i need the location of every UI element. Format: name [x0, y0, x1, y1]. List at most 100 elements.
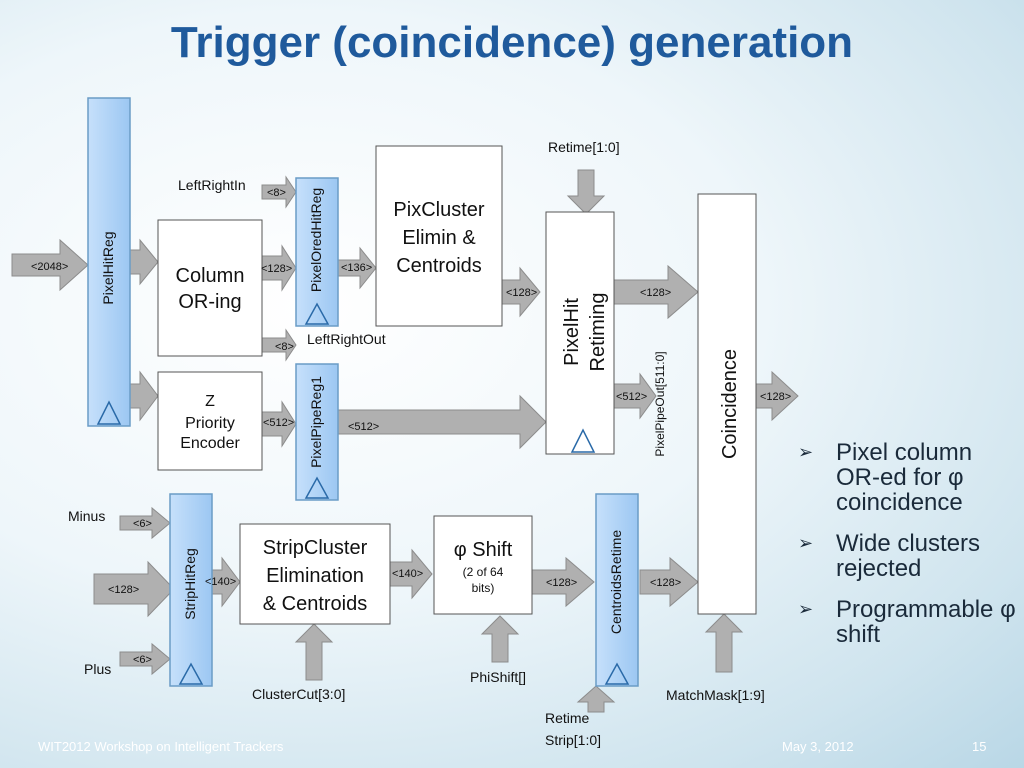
footer-page-number: 15: [972, 739, 987, 754]
signal-label: MatchMask[1:9]: [666, 687, 765, 703]
pixel-hit-retiming-line1: PixelHit: [561, 298, 583, 366]
bullet-item: ➢ Wide clusters rejected: [798, 531, 1018, 581]
phi-shift-line2: (2 of 64: [463, 565, 504, 579]
pix-cluster-line2: Elimin &: [402, 227, 476, 249]
arrowhead-bullet-icon: ➢: [798, 533, 814, 553]
pix-cluster-line3: Centroids: [396, 255, 482, 277]
bus-label: <128>: [108, 584, 139, 596]
clock-triangle: [178, 662, 204, 685]
arrow-coinc-out: [755, 370, 799, 422]
arrow-phishift-up: [480, 615, 520, 663]
signal-label: ClusterCut[3:0]: [252, 686, 345, 702]
bus-label: <512>: [263, 417, 294, 429]
bus-label: <512>: [348, 421, 379, 433]
signal-label: Retime: [545, 710, 590, 726]
strip-cluster-line1: StripCluster: [263, 537, 368, 559]
bus-label: <140>: [205, 576, 236, 588]
arrow-plus: [119, 642, 171, 676]
bus-label: <512>: [616, 391, 647, 403]
column-oring-line2: OR-ing: [178, 291, 241, 313]
bus-label: <8>: [275, 341, 294, 353]
bus-arrows: [11, 169, 799, 713]
arrowhead-bullet-icon: ➢: [798, 599, 814, 619]
arrow-phi-to-cr: [531, 556, 595, 608]
column-oring-block: [157, 219, 263, 357]
clock-triangle: [96, 400, 122, 425]
z-priority-line3: Encoder: [180, 435, 240, 452]
strip-cluster-line2: Elimination: [266, 565, 364, 587]
bus-label: <6>: [133, 518, 152, 530]
strip-cluster-line3: & Centroids: [263, 593, 368, 615]
clock-triangle: [304, 476, 330, 499]
footer-date: May 3, 2012: [782, 739, 854, 754]
arrow-pipeout-to-coinc: [613, 372, 657, 420]
arrow-leftright-in: [261, 175, 297, 209]
centroids-retime-label: CentroidsRetime: [608, 530, 624, 634]
coincidence-label: Coincidence: [719, 349, 741, 459]
bus-width-labels: <2048> <8> <128> <136> <8> <512> <512> <…: [31, 187, 791, 666]
arrowhead-bullet-icon: ➢: [798, 442, 814, 462]
arrow-matchmask-up: [704, 613, 744, 673]
bus-label: <128>: [506, 287, 537, 299]
bus-label: <136>: [341, 262, 372, 274]
arrow-cr-to-coinc: [639, 556, 699, 608]
z-priority-block: [157, 371, 263, 471]
bus-label: <140>: [392, 568, 423, 580]
bus-label: <128>: [640, 287, 671, 299]
bus-label: <128>: [261, 263, 292, 275]
strip-hit-reg-block: [169, 493, 213, 687]
clock-triangle: [304, 302, 330, 325]
arrow-hitreg-to-zprio: [129, 370, 159, 422]
arrow-retiming-to-coinc: [613, 264, 699, 320]
column-oring-line1: Column: [176, 265, 245, 287]
arrow-pipe-to-retiming: [337, 394, 547, 450]
arrow-leftright-out: [261, 328, 297, 362]
pixel-pipe-reg1-label: PixelPipeReg1: [308, 376, 324, 468]
arrow-pixcluster-to-retiming: [501, 266, 541, 318]
phi-shift-line3: bits): [472, 581, 495, 595]
arrow-zprio-to-pipe: [261, 400, 297, 448]
arrow-cluster-to-phi: [389, 548, 433, 600]
arrow-column-to-ored: [261, 244, 297, 292]
pixel-hit-retiming-line2: Retiming: [587, 293, 609, 372]
arrow-input-2048: [11, 238, 89, 292]
signal-label: PhiShift[]: [470, 669, 526, 685]
signal-label: Retime[1:0]: [548, 139, 620, 155]
z-priority-line1: Z: [205, 393, 215, 410]
arrow-hitreg-to-column: [129, 238, 159, 286]
pix-cluster-line1: PixCluster: [393, 199, 484, 221]
clock-triangle: [570, 428, 596, 453]
arrow-ored-to-pixcluster: [337, 246, 377, 290]
bus-label: <128>: [760, 391, 791, 403]
arrow-strip-in: [93, 560, 175, 618]
strip-hit-reg-label: StripHitReg: [182, 548, 198, 620]
signal-label: LeftRightIn: [178, 177, 246, 193]
signal-label: Strip[1:0]: [545, 732, 601, 748]
arrow-retimestrip-up: [576, 685, 616, 713]
pixel-hit-reg-label: PixelHitReg: [100, 231, 116, 304]
bus-label: <6>: [133, 654, 152, 666]
slide-title: Trigger (coincidence) generation: [170, 18, 854, 67]
arrow-clustercut-up: [294, 623, 334, 681]
pixel-hit-reg-block: [87, 97, 131, 427]
pixel-pipe-out-label: PixelPipeOut[511:0]: [653, 351, 667, 456]
bullet-text: Programmable φ shift: [836, 596, 1016, 648]
strip-cluster-block: [239, 523, 391, 625]
bullet-text: Pixel column OR-ed for φ coincidence: [836, 439, 973, 516]
clock-triangle: [604, 662, 630, 685]
signal-label: Plus: [84, 661, 111, 677]
signal-label: LeftRightOut: [307, 331, 386, 347]
bus-label: <8>: [267, 187, 286, 199]
pix-cluster-block: [375, 145, 503, 327]
bus-label: <128>: [546, 577, 577, 589]
z-priority-line2: Priority: [185, 415, 235, 432]
arrow-striphit-to-cluster: [211, 556, 241, 608]
signal-label: Minus: [68, 508, 105, 524]
centroids-retime-block: [595, 493, 639, 687]
bus-label: <128>: [650, 577, 681, 589]
pixel-hit-retiming-block: [545, 211, 615, 455]
coincidence-block: [697, 193, 757, 615]
pixel-ored-hit-reg-block: [295, 177, 339, 327]
phi-shift-block: [433, 515, 533, 615]
